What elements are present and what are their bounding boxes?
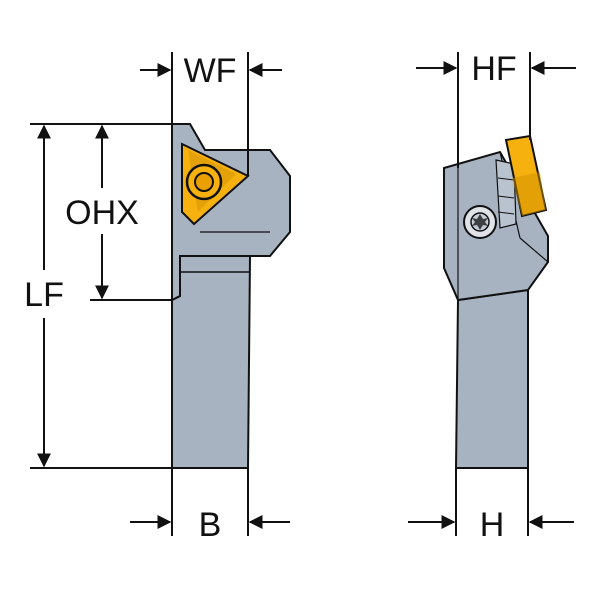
- side-insert-icon: [504, 134, 548, 218]
- dimension-lines: [30, 52, 576, 536]
- front-view: [171, 123, 291, 469]
- side-shank: [454, 288, 529, 469]
- b-label: B: [199, 506, 222, 544]
- ohx-label: OHX: [65, 194, 139, 232]
- side-view: [443, 134, 549, 469]
- lf-label: LF: [24, 276, 64, 314]
- h-label: H: [480, 506, 505, 544]
- triangular-insert-icon: [181, 142, 250, 226]
- hf-label: HF: [471, 50, 516, 88]
- torx-screw-icon: [463, 205, 497, 239]
- front-shank: [171, 255, 252, 469]
- wf-label: WF: [184, 52, 237, 90]
